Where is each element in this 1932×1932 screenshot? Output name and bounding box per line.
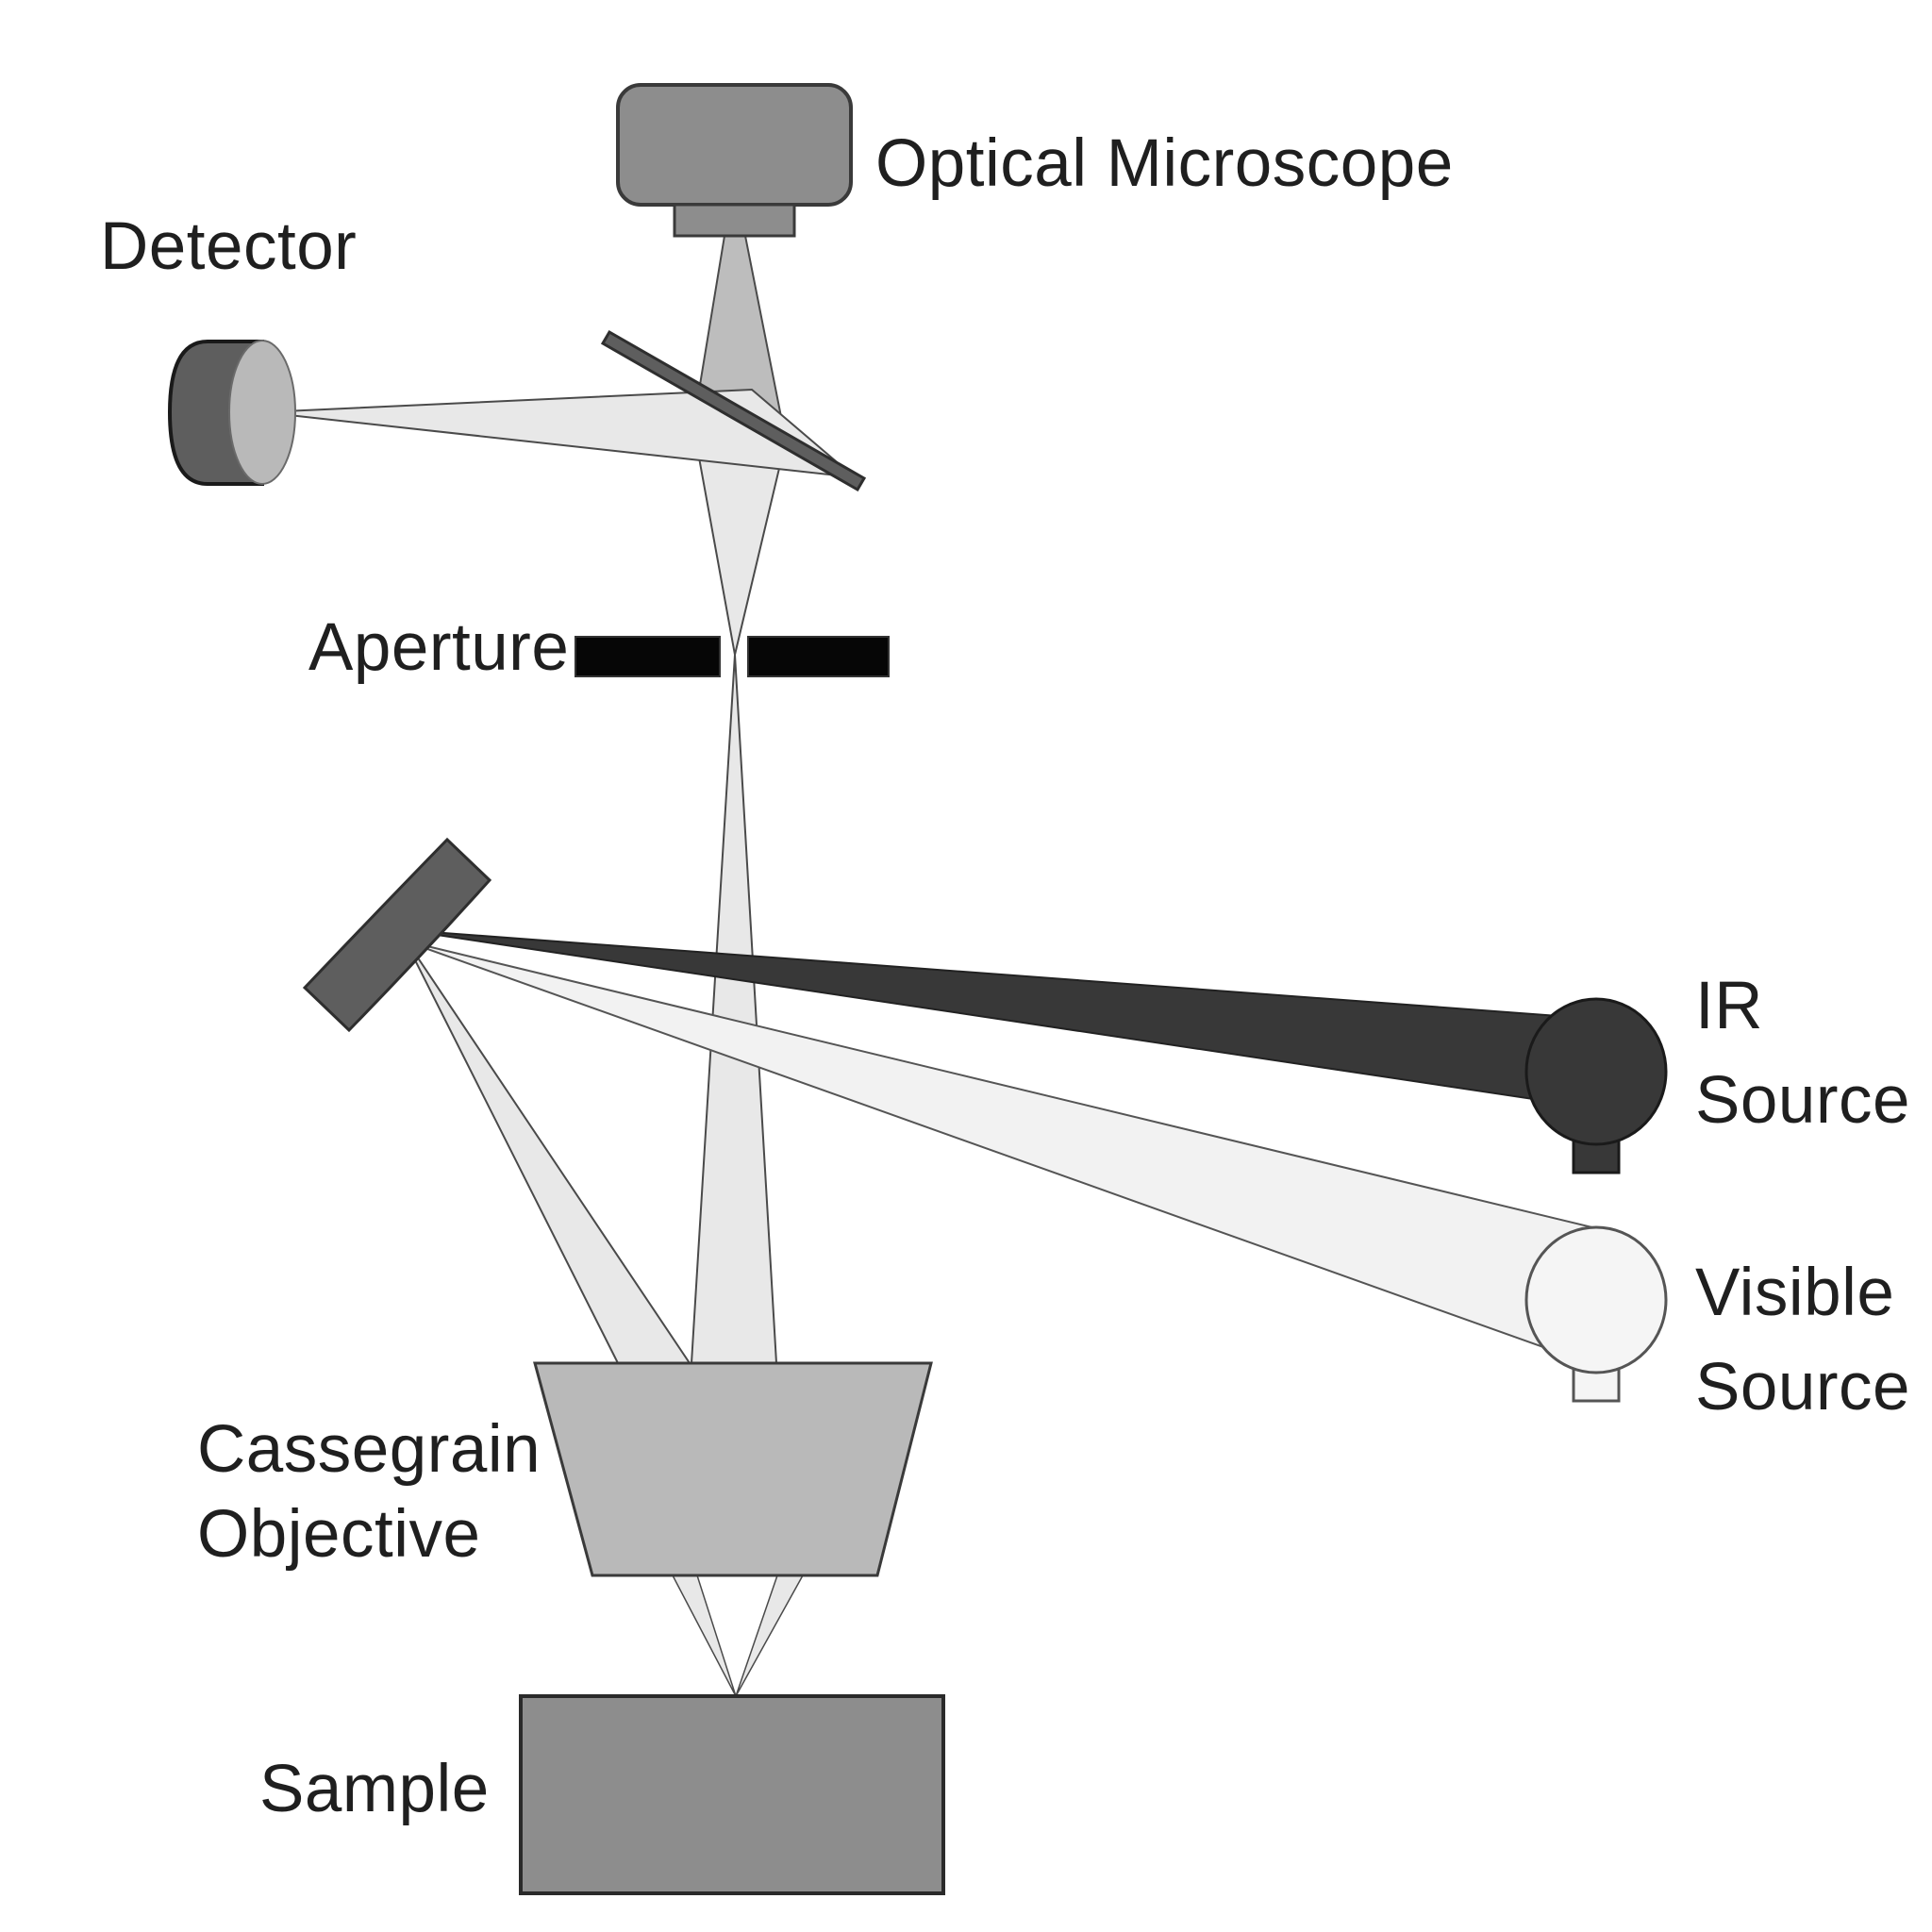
detector-face — [228, 340, 296, 485]
mirror — [302, 837, 492, 1033]
aperture-right-blade — [747, 636, 890, 677]
objective-focus-beam-right — [735, 1574, 805, 1697]
optical-microscope-label: Optical Microscope — [875, 126, 1454, 201]
sample — [519, 1694, 945, 1895]
beamsplitter — [600, 329, 867, 492]
detector-label: Detector — [100, 209, 358, 284]
visible-source-label-line1: Visible — [1695, 1256, 1895, 1330]
ir-source — [1524, 997, 1668, 1146]
cassegrain-objective-label-line2: Objective — [197, 1497, 481, 1572]
visible-source — [1524, 1225, 1668, 1374]
aperture-label: Aperture — [308, 610, 570, 685]
ir-beam — [405, 929, 1597, 1110]
aperture-beam — [690, 654, 778, 1364]
ir-source-label-line2: Source — [1695, 1063, 1910, 1138]
optical-microscope-mount — [673, 203, 796, 238]
cassegrain-objective — [533, 1361, 933, 1577]
sample-label: Sample — [259, 1752, 490, 1826]
objective-focus-beam-left — [671, 1574, 737, 1697]
cassegrain-objective-label-line1: Cassegrain — [197, 1412, 541, 1487]
detector-beam — [262, 388, 858, 479]
visible-source-label-line2: Source — [1695, 1350, 1910, 1424]
aperture-left-blade — [575, 636, 721, 677]
ir-source-label-line1: IR — [1695, 969, 1763, 1043]
optical-microscope-body — [616, 83, 853, 207]
